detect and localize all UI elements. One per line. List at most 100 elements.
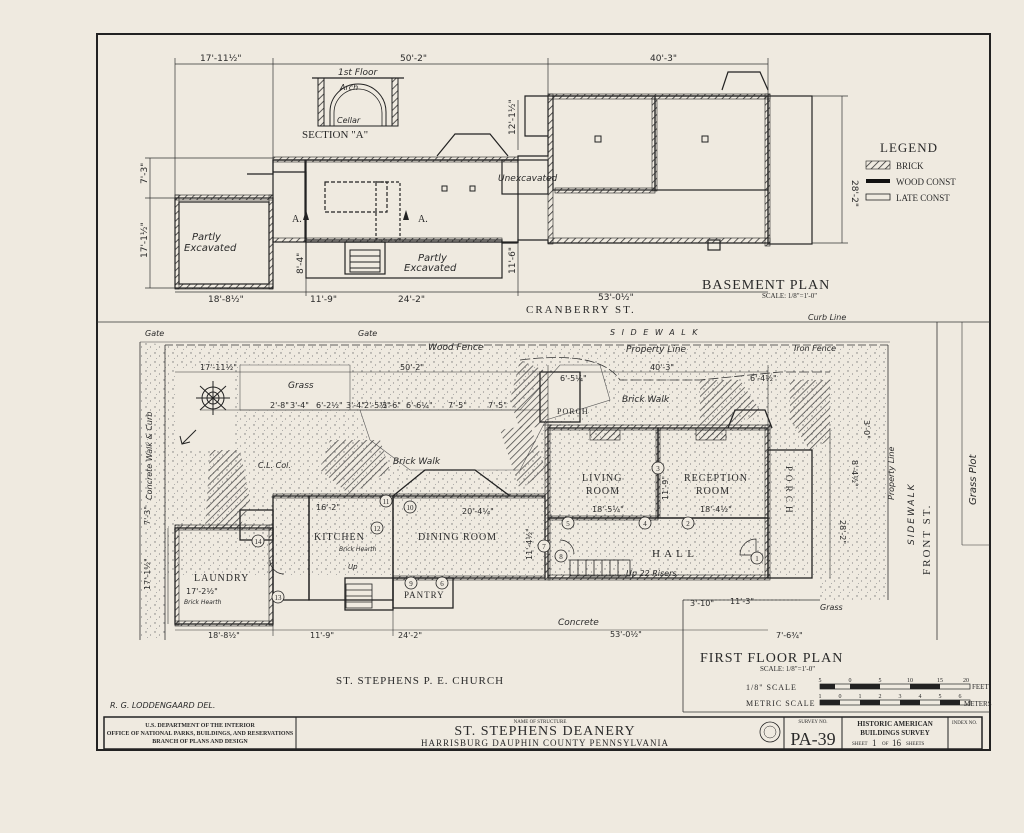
cl-col-label: C.L. Col. — [258, 461, 291, 470]
partly-excavated-label-4: Excavated — [404, 263, 457, 274]
streets: CRANBERRY ST. S I D E W A L K Curb Line … — [97, 304, 990, 687]
feet-tick-1: 0 — [849, 678, 852, 684]
ff-dim-row-f: 3'-6" — [382, 401, 401, 410]
marker-1: 2 — [686, 520, 690, 528]
metric-tick-4: 3 — [899, 694, 902, 700]
marker-9: 9 — [409, 580, 413, 588]
room-pantry-label: PANTRY — [404, 590, 445, 600]
bsmt-dim-bot-4: 53'-0½" — [598, 293, 634, 303]
ff-dim-bot-6: 11'-3" — [730, 597, 754, 606]
ff-dim-bot-3: 24'-2" — [398, 631, 422, 640]
dept-line-1: U.S. DEPARTMENT OF THE INTERIOR — [145, 723, 255, 729]
room-living-label-2: ROOM — [586, 486, 620, 497]
legend-brick-swatch — [865, 160, 891, 170]
ff-dim-bot-7: 7'-6¾" — [776, 631, 803, 640]
ff-dim-living-h: 11'-9" — [661, 476, 670, 500]
marker-11: 11 — [383, 498, 390, 506]
dept-line-3: BRANCH OF PLANS AND DESIGN — [152, 739, 248, 745]
ff-dim-top-right: 40'-3" — [650, 363, 674, 372]
grass-bottom-label: Grass — [820, 603, 843, 612]
bsmt-dim-bot-3: 24'-2" — [398, 295, 425, 305]
bsmt-dim-mid-vert2: 11'-6" — [508, 247, 518, 274]
structure-name-label: NAME OF STRUCTURE — [514, 720, 567, 725]
metric-tick-5: 4 — [919, 694, 922, 700]
bsmt-dim-top-mid: 50'-2" — [400, 54, 427, 64]
ff-dim-kitchen-w: 16'-2" — [316, 503, 340, 512]
section-mark-right: A. — [418, 214, 428, 225]
concrete-walk-label: Concrete Walk & Curb — [145, 412, 154, 500]
ff-dim-row-a: 2'-8" — [270, 401, 289, 410]
first-floor-plan: LIVING ROOM RECEPTION ROOM H A L L DININ… — [139, 342, 990, 713]
marker-2: 1 — [755, 555, 759, 563]
sidewalk-right-label: SIDEWALK — [907, 482, 917, 545]
bsmt-dim-top-left: 17'-11½" — [200, 54, 242, 64]
brick-walk-label-2: Brick Walk — [393, 457, 441, 467]
metric-tick-2: 1 — [859, 694, 862, 700]
basement-plan-title: BASEMENT PLAN — [702, 278, 830, 293]
ff-dim-row-c: 6'-2½" — [316, 401, 343, 410]
ff-dim-row-h: 7'-5" — [448, 401, 467, 410]
legend-brick: BRICK — [896, 161, 924, 171]
structure-location: HARRISBURG DAUPHIN COUNTY PENNSYLVANIA — [421, 738, 669, 748]
habs-line-1: HISTORIC AMERICAN — [857, 720, 933, 728]
room-dining-label: DINING ROOM — [418, 532, 497, 543]
room-hall-label: H A L L — [652, 548, 695, 560]
brick-walk-label-1: Brick Walk — [622, 395, 670, 405]
up-small-label: Up — [348, 563, 358, 571]
room-laundry-label: LAUNDRY — [194, 573, 249, 584]
sheet-total: 16 — [892, 738, 902, 748]
ff-dim-porch-w: 6'-5¼" — [560, 374, 587, 383]
metric-tick-0: 1 — [819, 694, 822, 700]
ff-dim-laundry-w: 17'-2½" — [186, 587, 218, 596]
scale-label: 1/8" SCALE — [746, 683, 797, 692]
legend-wood-swatch — [866, 179, 890, 183]
room-kitchen-label: KITCHEN — [314, 532, 365, 543]
habs-line-2: BUILDINGS SURVEY — [860, 729, 930, 737]
feet-tick-5: 20 — [963, 678, 969, 684]
index-no-label: INDEX NO. — [952, 721, 977, 726]
feet-tick-2: 5 — [879, 678, 882, 684]
compass-rose — [179, 381, 230, 445]
marker-6: 6 — [440, 580, 444, 588]
unexcavated-label: Unexcavated — [498, 174, 558, 184]
ff-dim-row-d: 3'-4" — [346, 401, 365, 410]
section-mark-left: A. — [292, 214, 302, 225]
ff-dim-row-g: 6'-6¼" — [406, 401, 433, 410]
basement-dimensions — [145, 58, 848, 296]
basement-plan: 1st Floor Arch Cellar SECTION "A" — [140, 54, 859, 305]
marker-5: 5 — [566, 520, 570, 528]
title-block: U.S. DEPARTMENT OF THE INTERIOR OFFICE O… — [103, 716, 983, 750]
ff-dim-hall-h: 11'-4½" — [525, 528, 534, 560]
sheet-number: 1 — [872, 738, 877, 748]
legend: LEGEND BRICK WOOD CONST LATE CONST — [865, 140, 956, 203]
bsmt-dim-left-upper: 7'-3" — [140, 163, 150, 184]
ff-dim-top-left: 17'-11½" — [200, 363, 237, 372]
legend-late-swatch — [865, 193, 891, 201]
bsmt-dim-left-lower: 17'-1½" — [140, 222, 150, 258]
legend-late: LATE CONST — [896, 193, 950, 203]
survey-no: PA-39 — [790, 729, 835, 749]
ff-dim-living-w: 18'-5¼" — [592, 505, 624, 514]
ff-dim-right-3: 8'-4½" — [850, 460, 859, 487]
bsmt-dim-top-right: 40'-3" — [650, 54, 677, 64]
cranberry-street-label: CRANBERRY ST. — [526, 304, 636, 316]
first-floor-dimensions — [167, 365, 831, 636]
ff-dim-bot-1: 18'-8½" — [208, 631, 240, 640]
bsmt-dim-bot-2: 11'-9" — [310, 295, 337, 305]
room-reception-label: RECEPTION — [684, 473, 748, 484]
structure-name: ST. STEPHENS DEANERY — [454, 724, 635, 739]
grass-plot-label: Grass Plot — [968, 453, 979, 505]
partly-excavated-label-3: Partly — [418, 253, 448, 264]
gate-label-2: Gate — [358, 329, 377, 338]
basement-interior — [349, 135, 709, 273]
bsmt-dim-mid-vert: 8'-4" — [296, 253, 306, 274]
scale-feet: FEET — [972, 683, 989, 691]
curb-line-label: Curb Line — [808, 313, 846, 322]
room-porch-top-label: PORCH — [557, 407, 589, 416]
brick-hearth-label-2: Brick Hearth — [184, 599, 222, 606]
bsmt-dim-stair-vert: 12'-1½" — [508, 99, 518, 135]
section-a-detail: 1st Floor Arch Cellar SECTION "A" — [302, 68, 404, 141]
first-floor-stairs — [345, 559, 631, 609]
feet-tick-0: 5 — [819, 678, 822, 684]
ff-dim-bot-2: 11'-9" — [310, 631, 334, 640]
